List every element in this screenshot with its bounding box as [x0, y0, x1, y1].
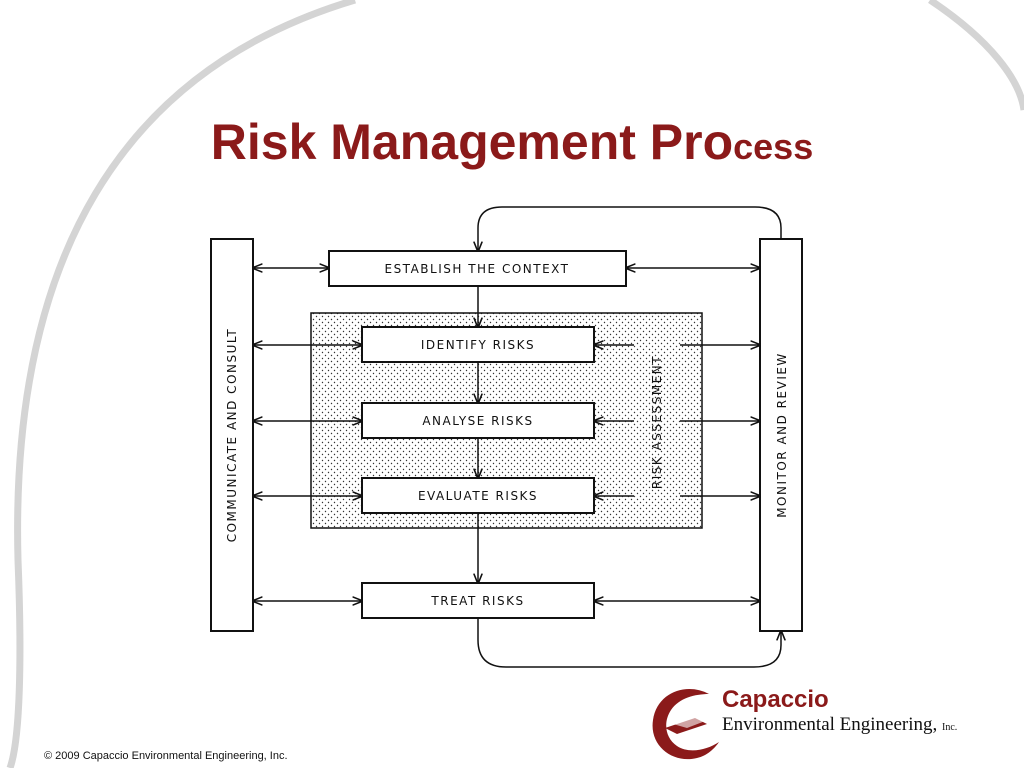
communicate-consult-label: COMMUNICATE AND CONSULT [225, 328, 239, 543]
monitor-review-label: MONITOR AND REVIEW [775, 352, 789, 518]
bottom-feedback-loop [477, 618, 781, 668]
treat-risks-box [361, 582, 595, 619]
capaccio-logo-icon [652, 689, 719, 760]
logo-subtitle: Environmental Engineering, Inc. [722, 714, 957, 739]
treat-risks-label: TREAT RISKS [430, 594, 524, 608]
logo-name: Capaccio [722, 686, 829, 713]
title-tail: cess [733, 126, 814, 167]
risk-assessment-label: RISK ASSESSMENT [650, 355, 664, 489]
footer-copyright: © 2009 Capaccio Environmental Engineerin… [44, 750, 288, 762]
identify-risks-label: IDENTIFY RISKS [421, 338, 535, 352]
logo-suffix: Inc. [942, 722, 958, 733]
establish-context-label: ESTABLISH THE CONTEXT [384, 262, 569, 276]
analyse-risks-label: ANALYSE RISKS [422, 414, 533, 428]
evaluate-risks-label: EVALUATE RISKS [418, 489, 538, 503]
title-main: Risk Management Pro [210, 114, 734, 170]
top-feedback-loop [478, 206, 782, 251]
communicate-consult-bar [210, 238, 254, 632]
monitor-review-bar [759, 238, 803, 632]
page-title: Risk Management Process [0, 112, 1024, 177]
logo-subtitle-text: Environmental Engineering, [722, 714, 938, 735]
